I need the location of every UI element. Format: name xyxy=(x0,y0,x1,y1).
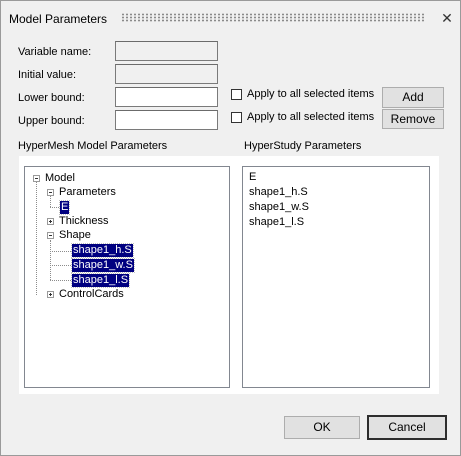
list-item[interactable]: shape1_w.S xyxy=(249,201,309,213)
tree-node-shape-child[interactable]: shape1_l.S xyxy=(70,273,131,288)
tree-collapse-icon[interactable] xyxy=(47,232,54,239)
remove-button[interactable]: Remove xyxy=(382,109,444,129)
tree-connector xyxy=(50,280,71,281)
tree-node-controlcards[interactable]: ControlCards xyxy=(59,288,124,300)
tree-expand-icon[interactable] xyxy=(47,291,54,298)
variable-name-label: Variable name: xyxy=(18,46,92,58)
tree-node-thickness[interactable]: Thickness xyxy=(59,215,109,227)
hyperstudy-parameters-header: HyperStudy Parameters xyxy=(244,140,362,152)
upper-bound-label: Upper bound: xyxy=(18,115,85,127)
add-button[interactable]: Add xyxy=(382,87,444,108)
tree-node-shape-child[interactable]: shape1_h.S xyxy=(71,243,134,258)
tree-connector xyxy=(50,207,59,208)
tree-node-parameters[interactable]: Parameters xyxy=(59,186,116,198)
tree-connector xyxy=(36,182,37,295)
list-item[interactable]: E xyxy=(249,171,257,183)
tree-node-model[interactable]: Model xyxy=(45,172,75,184)
tree-connector xyxy=(50,240,51,280)
tree-connector xyxy=(50,265,71,266)
window-title: Model Parameters xyxy=(9,12,108,26)
list-item[interactable]: shape1_h.S xyxy=(249,186,308,198)
apply-upper-checkbox[interactable] xyxy=(231,112,242,123)
tree-connector xyxy=(50,196,51,207)
hyperstudy-parameter-list[interactable]: E shape1_h.S shape1_w.S shape1_l.S xyxy=(242,166,430,388)
cancel-button[interactable]: Cancel xyxy=(367,415,447,440)
variable-name-field[interactable] xyxy=(115,41,218,61)
title-bar[interactable]: Model Parameters ✕ xyxy=(1,1,460,35)
tree-node-e[interactable]: E xyxy=(58,200,71,215)
tree-collapse-icon[interactable] xyxy=(33,175,40,182)
tree-connector xyxy=(50,251,71,252)
apply-lower-checkbox[interactable] xyxy=(231,89,242,100)
tree-expand-icon[interactable] xyxy=(47,218,54,225)
upper-bound-field[interactable] xyxy=(115,110,218,130)
initial-value-label: Initial value: xyxy=(18,69,77,81)
initial-value-field[interactable] xyxy=(115,64,218,84)
tree-node-shape-child[interactable]: shape1_w.S xyxy=(71,258,135,273)
tree-collapse-icon[interactable] xyxy=(47,189,54,196)
drag-grip[interactable] xyxy=(121,13,426,22)
hypermesh-parameters-header: HyperMesh Model Parameters xyxy=(18,140,168,152)
lower-bound-field[interactable] xyxy=(115,87,218,107)
apply-lower-label[interactable]: Apply to all selected items xyxy=(247,88,375,100)
lower-bound-label: Lower bound: xyxy=(18,92,85,104)
list-item[interactable]: shape1_l.S xyxy=(249,216,305,228)
apply-upper-label[interactable]: Apply to all selected items xyxy=(247,111,375,123)
close-icon[interactable]: ✕ xyxy=(441,10,453,26)
tree-node-shape[interactable]: Shape xyxy=(59,229,91,241)
hypermesh-parameter-tree[interactable]: Model Parameters E Thickness Shape shape… xyxy=(24,166,230,388)
ok-button[interactable]: OK xyxy=(284,416,360,439)
